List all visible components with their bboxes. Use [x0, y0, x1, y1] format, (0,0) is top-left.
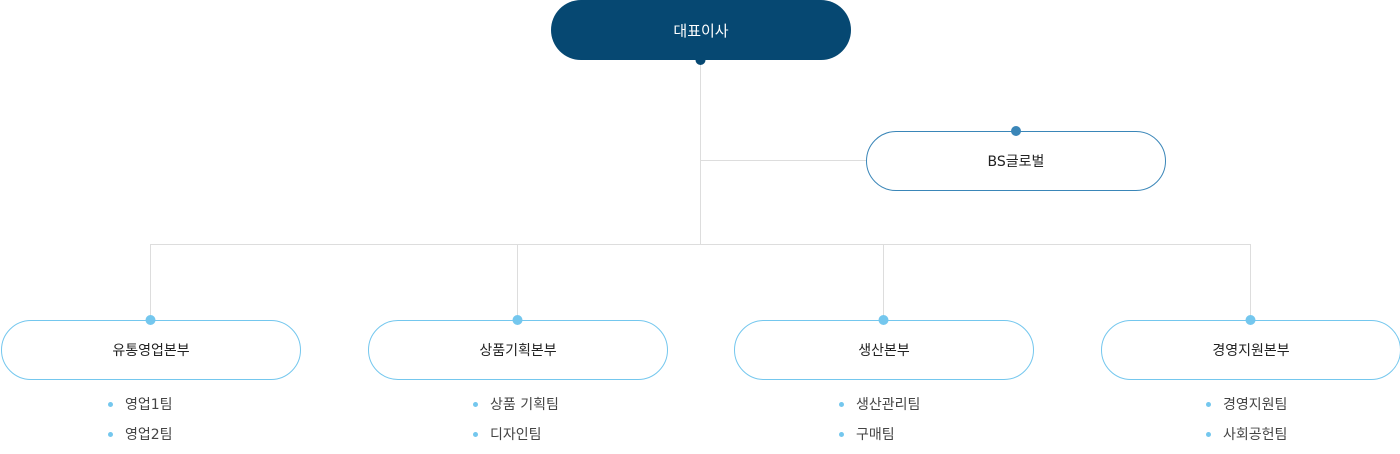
bullet-icon — [839, 431, 844, 437]
division-label: 유통영업본부 — [112, 343, 190, 359]
division-connector-dot — [512, 315, 523, 325]
division-connector-dot — [878, 315, 889, 325]
team-list-management-support: 경영지원팀 사회공헌팀 — [1206, 394, 1287, 454]
bs-global-label: BS글로벌 — [987, 154, 1045, 170]
bullet-icon — [839, 401, 844, 407]
bullet-icon — [473, 431, 478, 437]
division-connector-dot — [145, 315, 156, 325]
team-label: 경영지원팀 — [1223, 397, 1288, 413]
team-label: 사회공헌팀 — [1223, 427, 1288, 443]
ceo-connector-dot — [695, 55, 706, 65]
bullet-icon — [108, 431, 113, 437]
team-label: 영업2팀 — [125, 427, 173, 443]
team-label: 디자인팀 — [490, 427, 542, 443]
team-item: 영업1팀 — [108, 394, 173, 414]
team-list-sales: 영업1팀 영업2팀 — [108, 394, 173, 454]
bs-global-connector-dot — [1011, 126, 1021, 136]
team-item: 영업2팀 — [108, 424, 173, 444]
team-item: 상품 기획팀 — [473, 394, 559, 414]
team-item: 생산관리팀 — [839, 394, 920, 414]
org-chart-connectors — [150, 60, 1251, 320]
division-connector-dot — [1245, 315, 1256, 325]
team-list-production: 생산관리팀 구매팀 — [839, 394, 920, 454]
division-label: 상품기획본부 — [479, 343, 557, 359]
bs-global-node: BS글로벌 — [866, 131, 1166, 191]
team-label: 상품 기획팀 — [490, 397, 559, 413]
team-item: 경영지원팀 — [1206, 394, 1287, 414]
bullet-icon — [108, 401, 113, 407]
division-label: 경영지원본부 — [1212, 343, 1290, 359]
team-item: 디자인팀 — [473, 424, 559, 444]
team-item: 구매팀 — [839, 424, 920, 444]
division-node-sales: 유통영업본부 — [1, 320, 301, 380]
division-node-merchandising: 상품기획본부 — [368, 320, 668, 380]
bullet-icon — [1206, 431, 1211, 437]
division-label: 생산본부 — [858, 343, 910, 359]
org-chart-dots — [145, 55, 1256, 325]
team-item: 사회공헌팀 — [1206, 424, 1287, 444]
ceo-node: 대표이사 — [551, 0, 851, 60]
team-label: 영업1팀 — [125, 397, 173, 413]
bullet-icon — [473, 401, 478, 407]
bullet-icon — [1206, 401, 1211, 407]
team-label: 생산관리팀 — [856, 397, 921, 413]
ceo-label: 대표이사 — [673, 21, 729, 40]
division-node-production: 생산본부 — [734, 320, 1034, 380]
team-label: 구매팀 — [856, 427, 895, 443]
team-list-merchandising: 상품 기획팀 디자인팀 — [473, 394, 559, 454]
org-chart: 대표이사 BS글로벌 유통영업본부 상품기획본부 생산본부 경영지원본부 영업1… — [1, 0, 1400, 443]
